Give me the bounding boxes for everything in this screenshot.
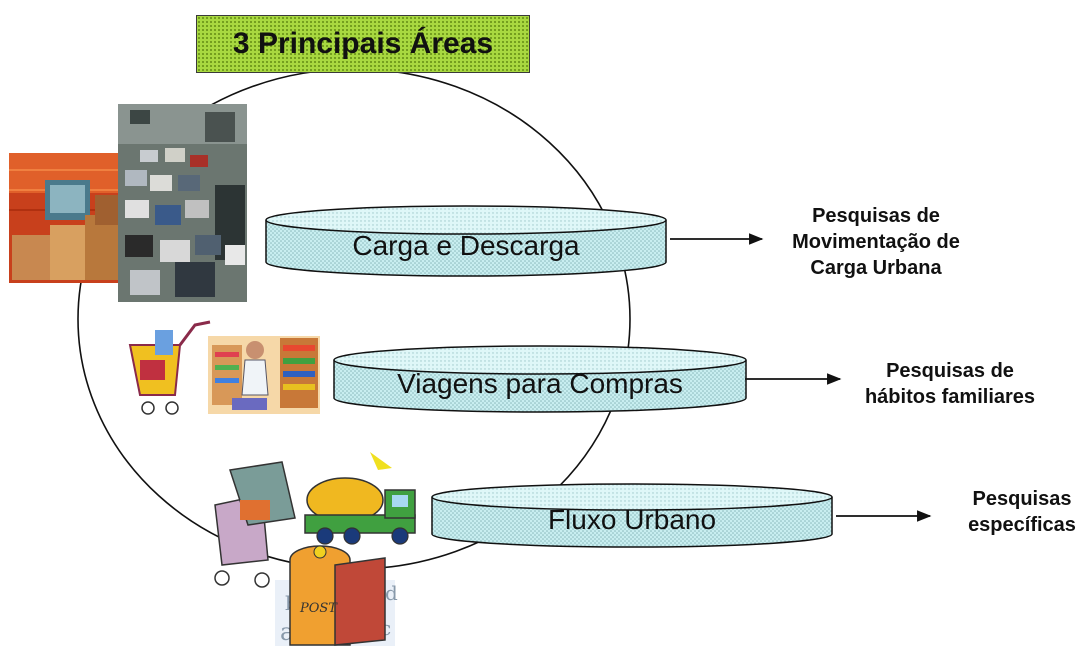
research-carga-line-3: Carga Urbana <box>810 257 942 279</box>
shopping-clipart <box>128 320 320 415</box>
research-fluxo-line-2: específicas <box>968 514 1076 536</box>
area-label-fluxo: Fluxo Urbano <box>547 504 717 535</box>
page-title: 3 Principais Áreas <box>232 27 494 60</box>
traffic-jam-photo <box>118 104 247 302</box>
cylinder-carga-descarga <box>265 205 667 277</box>
research-compras-line-1: Pesquisas de <box>886 360 1014 382</box>
research-compras-line-2: hábitos familiares <box>864 386 1036 408</box>
research-carga: Pesquisas de Movimentação de Carga Urban… <box>766 203 986 281</box>
research-carga-line-1: Pesquisas de <box>812 205 940 227</box>
urban-flow-clipart: b a d c POST <box>214 452 416 646</box>
research-fluxo: Pesquisas específicas <box>955 486 1089 538</box>
area-label-carga: Carga e Descarga <box>352 230 580 261</box>
cylinder-viagens-compras <box>333 345 747 413</box>
post-label: POST <box>299 601 338 616</box>
research-compras: Pesquisas de hábitos familiares <box>850 358 1050 410</box>
title-box: 3 Principais Áreas <box>196 15 530 73</box>
area-label-compras: Viagens para Compras <box>397 368 683 399</box>
research-fluxo-line-1: Pesquisas <box>972 488 1072 510</box>
research-carga-line-2: Movimentação de <box>792 231 960 253</box>
cylinder-fluxo-urbano <box>431 483 833 548</box>
letter-d: d <box>385 581 398 605</box>
